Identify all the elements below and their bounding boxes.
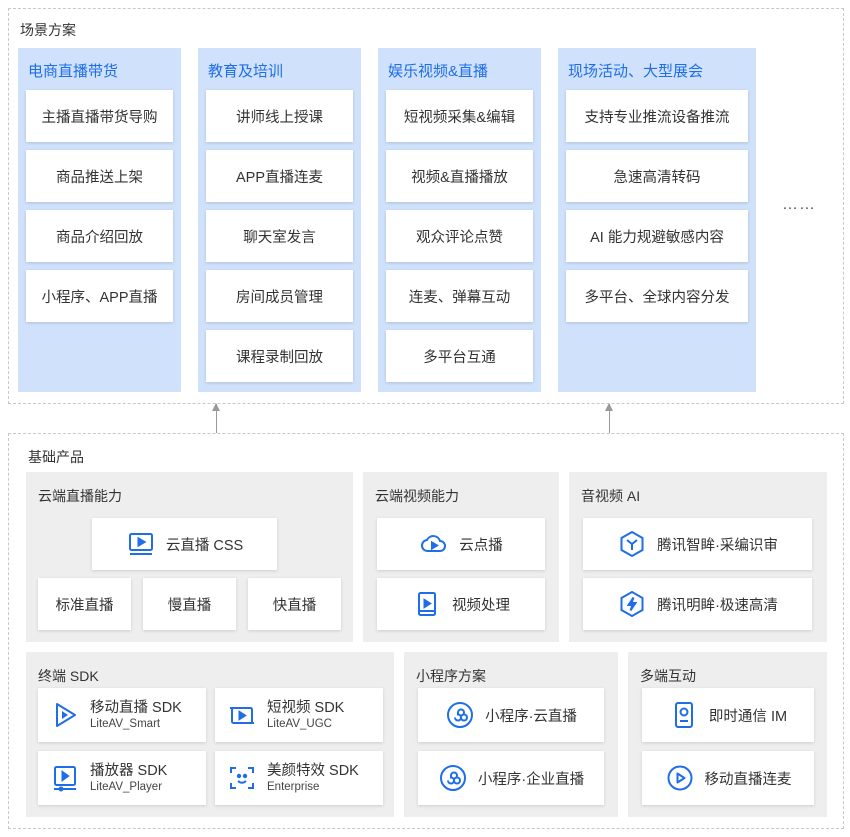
scene-column-title: 现场活动、大型展会 <box>568 63 704 80</box>
scene-item: 多平台、全球内容分发 <box>566 270 748 322</box>
product-card-beauty-sdk: 美颜特效 SDK Enterprise <box>215 751 383 805</box>
scene-item: 支持专业推流设备推流 <box>566 90 748 142</box>
scene-column-title: 电商直播带货 <box>28 63 119 80</box>
scene-item: 观众评论点赞 <box>386 210 533 262</box>
product-card-mobile-live-sdk: 移动直播 SDK LiteAV_Smart <box>38 688 206 742</box>
scene-item: 连麦、弹幕互动 <box>386 270 533 322</box>
panel-title: 小程序方案 <box>416 668 486 684</box>
product-name: 腾讯智眸·采编识审 <box>657 537 778 554</box>
panel-title: 多端互动 <box>640 668 696 684</box>
product-subname: LiteAV_UGC <box>267 717 332 730</box>
scene-item: 房间成员管理 <box>206 270 353 322</box>
scene-item: APP直播连麦 <box>206 150 353 202</box>
hexagon-ai-icon <box>617 529 647 559</box>
arrow-up-icon <box>212 403 220 433</box>
hexagon-lightning-icon <box>617 589 647 619</box>
product-card-vod: 云点播 <box>377 518 545 570</box>
product-name: 短视频 SDK <box>267 699 345 716</box>
scene-item: 商品推送上架 <box>26 150 173 202</box>
arrow-up-icon <box>605 403 613 433</box>
panel-cloud-live: 云端直播能力 云直播 CSS 标准直播 慢直播 快直播 <box>26 472 353 642</box>
scene-item: 小程序、APP直播 <box>26 270 173 322</box>
product-name: 美颜特效 SDK <box>267 762 359 779</box>
video-edit-icon <box>412 589 442 619</box>
product-card-mini-cloud-live: 小程序·云直播 <box>418 688 604 742</box>
panel-title: 云端直播能力 <box>38 488 122 504</box>
product-card: 快直播 <box>248 578 341 630</box>
panel-av-ai: 音视频 AI 腾讯智眸·采编识审 腾讯明眸·极速高清 <box>569 472 827 642</box>
scene-column-ecommerce: 电商直播带货 主播直播带货导购 商品推送上架 商品介绍回放 小程序、APP直播 <box>18 48 181 392</box>
product-name: 云直播 CSS <box>165 537 244 554</box>
product-name: 云点播 <box>459 537 503 554</box>
cloud-play-icon <box>419 529 449 559</box>
product-name: 小程序·企业直播 <box>477 771 585 788</box>
product-card: 慢直播 <box>143 578 236 630</box>
play-circle-icon <box>665 763 695 793</box>
product-card-video-processing: 视频处理 <box>377 578 545 630</box>
panel-title: 音视频 AI <box>581 488 641 504</box>
video-frame-icon <box>227 700 257 730</box>
product-card-mini-enterprise-live: 小程序·企业直播 <box>418 751 604 805</box>
scene-column-education: 教育及培训 讲师线上授课 APP直播连麦 聊天室发言 房间成员管理 课程录制回放 <box>198 48 361 392</box>
scene-item: 短视频采集&编辑 <box>386 90 533 142</box>
product-card-bright-eye: 腾讯明眸·极速高清 <box>583 578 812 630</box>
product-card-css: 云直播 CSS <box>92 518 277 570</box>
scene-item: 主播直播带货导购 <box>26 90 173 142</box>
product-name: 视频处理 <box>452 597 510 614</box>
product-name: 移动直播连麦 <box>704 771 792 788</box>
scene-item: 多平台互通 <box>386 330 533 382</box>
product-card: 标准直播 <box>38 578 131 630</box>
product-card-player-sdk: 播放器 SDK LiteAV_Player <box>38 751 206 805</box>
product-subname: LiteAV_Player <box>90 780 163 793</box>
product-name: 腾讯明眸·极速高清 <box>657 597 778 614</box>
mini-program-icon <box>445 700 475 730</box>
scene-column-title: 娱乐视频&直播 <box>388 63 489 80</box>
scene-item: 急速高清转码 <box>566 150 748 202</box>
more-ellipsis: …… <box>782 196 816 213</box>
scene-frame-title: 场景方案 <box>20 22 76 38</box>
base-frame <box>8 433 844 829</box>
scene-item: 商品介绍回放 <box>26 210 173 262</box>
live-screen-icon <box>126 529 156 559</box>
scene-column-entertainment: 娱乐视频&直播 短视频采集&编辑 视频&直播播放 观众评论点赞 连麦、弹幕互动 … <box>378 48 541 392</box>
product-subname: LiteAV_Smart <box>90 717 161 730</box>
product-card-smart-eye: 腾讯智眸·采编识审 <box>583 518 812 570</box>
product-card-short-video-sdk: 短视频 SDK LiteAV_UGC <box>215 688 383 742</box>
product-card-im: 即时通信 IM <box>642 688 814 742</box>
product-card-mobile-live-mic: 移动直播连麦 <box>642 751 814 805</box>
face-scan-icon <box>227 763 257 793</box>
scene-item: 讲师线上授课 <box>206 90 353 142</box>
scene-item: 课程录制回放 <box>206 330 353 382</box>
scene-item: AI 能力规避敏感内容 <box>566 210 748 262</box>
panel-multi-interaction: 多端互动 即时通信 IM 移动直播连麦 <box>628 652 827 817</box>
panel-mini-program: 小程序方案 小程序·云直播 小程序·企业直播 <box>404 652 618 817</box>
play-triangle-icon <box>50 700 80 730</box>
product-subname: Enterprise <box>267 780 320 793</box>
panel-title: 终端 SDK <box>38 668 99 684</box>
scene-frame <box>8 8 844 404</box>
scene-item: 视频&直播播放 <box>386 150 533 202</box>
mini-program-icon <box>438 763 468 793</box>
base-frame-title: 基础产品 <box>28 449 84 465</box>
phone-chat-icon <box>669 700 699 730</box>
product-name: 播放器 SDK <box>90 762 168 779</box>
product-name: 小程序·云直播 <box>485 708 577 725</box>
product-name: 即时通信 IM <box>708 708 788 725</box>
scene-column-events: 现场活动、大型展会 支持专业推流设备推流 急速高清转码 AI 能力规避敏感内容 … <box>558 48 756 392</box>
player-icon <box>50 763 80 793</box>
scene-item: 聊天室发言 <box>206 210 353 262</box>
product-name: 移动直播 SDK <box>90 699 182 716</box>
panel-title: 云端视频能力 <box>375 488 459 504</box>
panel-cloud-video: 云端视频能力 云点播 视频处理 <box>363 472 559 642</box>
panel-terminal-sdk: 终端 SDK 移动直播 SDK LiteAV_Smart 短视频 SDK Lit… <box>26 652 394 817</box>
scene-column-title: 教育及培训 <box>208 63 284 80</box>
